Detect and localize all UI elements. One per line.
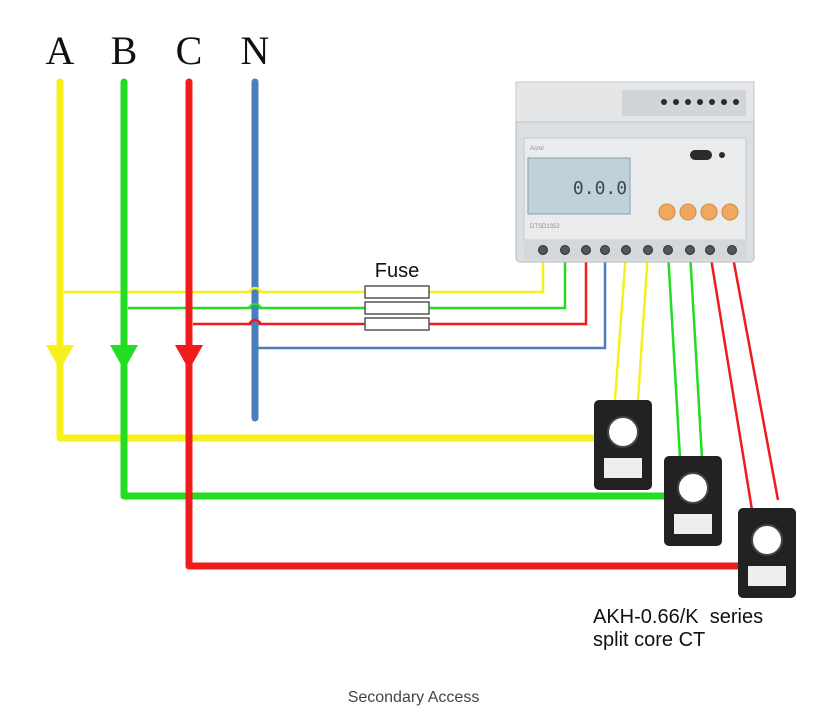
- ct-a-core-hole: [607, 416, 639, 448]
- fuse-c: [364, 317, 430, 331]
- crossover-a: [248, 286, 262, 293]
- ct-a: [594, 400, 652, 490]
- energy-meter: Acrel 0.0.0 DTSD1352: [515, 81, 755, 263]
- ct-wire-b1: [666, 251, 682, 459]
- ct-b-core-hole: [677, 472, 709, 504]
- fuse-label: Fuse: [375, 260, 419, 282]
- bus-line-c: [185, 78, 746, 570]
- meter-button-1: [658, 203, 676, 221]
- crossover-b: [248, 302, 262, 309]
- ct-c: [738, 508, 796, 598]
- voltage-wires: [64, 250, 607, 350]
- bus-line-b: [120, 78, 672, 500]
- ct-wire-b2: [688, 251, 704, 459]
- ct-wire-a1: [613, 251, 628, 401]
- fuses: [364, 285, 430, 331]
- ct-b-label-plate: [674, 514, 712, 534]
- meter-lcd: [527, 157, 631, 215]
- arrow-c-icon: [175, 345, 203, 370]
- meter-top-terminals: [661, 99, 739, 105]
- phase-label-c: C: [176, 28, 203, 73]
- voltage-wire-n: [257, 250, 607, 350]
- phase-label-b: B: [111, 28, 138, 73]
- meter-buttons: [658, 203, 739, 221]
- fuse-a: [364, 285, 430, 299]
- arrow-a-icon: [46, 345, 74, 370]
- meter-comm-port: [690, 150, 712, 160]
- crossover-c: [248, 318, 262, 325]
- bus-line-a: [56, 78, 602, 442]
- ct-secondary-wires: [613, 251, 780, 511]
- meter-brand: Acrel: [530, 146, 544, 152]
- voltage-wire-b-meter: [429, 250, 567, 310]
- ct-wire-c1: [708, 251, 754, 511]
- ct-caption-line-1: AKH-0.66/K series: [593, 606, 763, 628]
- meter-terminals: [538, 245, 737, 255]
- meter-top-recess: [622, 90, 746, 116]
- ct-caption-line-2: split core CT: [593, 629, 705, 651]
- ct-c-core-hole: [751, 524, 783, 556]
- direction-arrows: [46, 345, 203, 370]
- fuse-b: [364, 301, 430, 315]
- ct-wire-c2: [730, 251, 780, 501]
- phase-label-a: A: [46, 28, 75, 73]
- arrow-b-icon: [110, 345, 138, 370]
- voltage-wire-a-meter: [429, 250, 545, 294]
- ct-c-label-plate: [748, 566, 786, 586]
- phase-label-n: N: [241, 28, 270, 73]
- figure-caption: Secondary Access: [347, 689, 480, 706]
- meter-lcd-readout: 0.0.0: [573, 178, 627, 199]
- ct-wire-a2: [636, 251, 650, 401]
- ct-a-label-plate: [604, 458, 642, 478]
- ct-b: [664, 456, 722, 546]
- phase-bus: [56, 78, 746, 570]
- meter-terminal-strip: [524, 240, 746, 260]
- meter-button-4: [721, 203, 739, 221]
- meter-button-3: [700, 203, 718, 221]
- meter-led: [719, 152, 725, 158]
- voltage-wire-c-meter: [429, 250, 588, 326]
- meter-button-2: [679, 203, 697, 221]
- meter-model: DTSD1352: [530, 224, 560, 230]
- crossovers: [248, 286, 262, 325]
